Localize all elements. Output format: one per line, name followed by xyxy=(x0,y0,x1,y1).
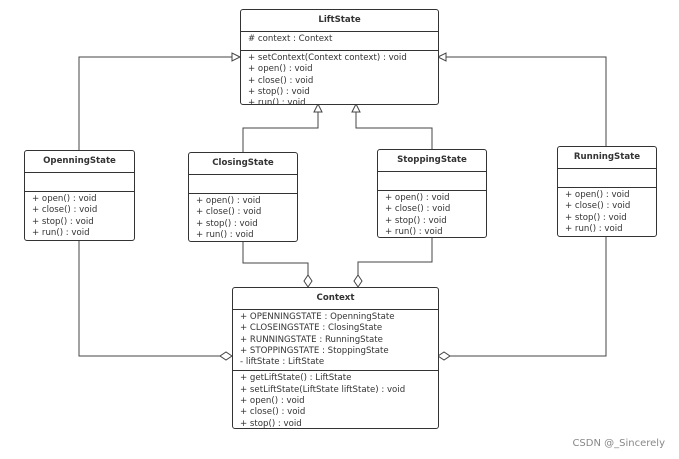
method: + stop() : void xyxy=(240,418,302,429)
method: + getLiftState() : LiftState xyxy=(240,373,352,384)
class-runningstate[interactable]: RunningState + open() : void+ close() : v… xyxy=(557,146,657,237)
class-methods-section: + getLiftState() : LiftState+ setLiftSta… xyxy=(233,371,438,429)
attribute: + CLOSEINGSTATE : ClosingState xyxy=(240,323,383,334)
method: + close() : void xyxy=(32,205,98,216)
method: + open() : void xyxy=(385,193,450,203)
diamond-icon xyxy=(219,351,233,361)
method: + open() : void xyxy=(248,64,313,75)
class-methods-section: + setContext(Context context) : void+ op… xyxy=(241,51,438,105)
generalization-stopping xyxy=(355,112,433,149)
method: + stop() : void xyxy=(32,216,94,227)
class-attributes-section xyxy=(378,172,486,191)
class-methods-section: + open() : void+ close() : void+ stop() … xyxy=(25,192,134,240)
class-name: StoppingState xyxy=(378,150,486,172)
method: + run() : void xyxy=(565,223,623,234)
class-methods-section: + open() : void+ close() : void+ stop() … xyxy=(558,188,656,236)
aggregation-running xyxy=(450,236,607,357)
class-stoppingstate[interactable]: StoppingState + open() : void+ close() : … xyxy=(377,149,487,238)
method: + stop() : void xyxy=(196,218,258,229)
attribute: - liftState : LiftState xyxy=(240,357,325,368)
class-attributes-section xyxy=(189,175,297,194)
aggregation-closing xyxy=(242,241,309,275)
class-attributes-section xyxy=(25,173,134,192)
triangle-arrow-icon xyxy=(313,102,323,113)
method: + open() : void xyxy=(240,396,305,407)
method: + run() : void xyxy=(32,227,90,238)
class-name: OpenningState xyxy=(25,151,134,173)
watermark: CSDN @_Sincerely xyxy=(572,438,665,449)
diamond-icon xyxy=(303,274,313,288)
attribute: # context : Context xyxy=(248,34,333,44)
method: + open() : void xyxy=(32,194,97,204)
method: + stop() : void xyxy=(385,215,447,226)
attribute: + RUNNINGSTATE : RunningState xyxy=(240,334,383,345)
method: + run() : void xyxy=(196,229,254,240)
generalization-closing xyxy=(242,112,319,152)
aggregation-stopping xyxy=(357,237,433,275)
generalization-running xyxy=(446,56,607,146)
class-name: LiftState xyxy=(241,10,438,32)
class-name: Context xyxy=(233,288,438,310)
class-context[interactable]: Context+ OPENNINGSTATE : OpenningState+ … xyxy=(232,287,439,429)
method: + open() : void xyxy=(565,190,630,200)
attribute: + OPENNINGSTATE : OpenningState xyxy=(240,312,395,322)
method: + run() : void xyxy=(248,98,306,105)
method: + run() : void xyxy=(385,226,443,237)
diamond-icon xyxy=(353,274,363,288)
method: + close() : void xyxy=(248,75,314,86)
class-methods-section: + open() : void+ close() : void+ stop() … xyxy=(189,194,297,241)
class-attributes-section: + OPENNINGSTATE : OpenningState+ CLOSEIN… xyxy=(233,310,438,372)
class-liftstate[interactable]: LiftState # context : Context + setContext… xyxy=(240,9,439,105)
method: + setContext(Context context) : void xyxy=(248,53,407,63)
class-openningstate[interactable]: OpenningState + open() : void+ close() : … xyxy=(24,150,135,241)
class-methods-section: + open() : void+ close() : void+ stop() … xyxy=(378,191,486,237)
aggregation-openning xyxy=(78,240,220,357)
method: + close() : void xyxy=(385,204,451,215)
method: + open() : void xyxy=(196,196,261,206)
method: + close() : void xyxy=(240,407,306,418)
triangle-arrow-icon xyxy=(231,52,242,62)
class-attributes-section: # context : Context xyxy=(241,32,438,51)
generalization-openning xyxy=(78,56,232,150)
attribute: + STOPPINGSTATE : StoppingState xyxy=(240,345,389,356)
triangle-arrow-icon xyxy=(436,52,447,62)
method: + stop() : void xyxy=(565,212,627,223)
method: + setLiftState(LiftState liftState) : vo… xyxy=(240,384,406,395)
class-name: ClosingState xyxy=(189,153,297,175)
method: + close() : void xyxy=(565,201,631,212)
class-name: RunningState xyxy=(558,147,656,169)
class-closingstate[interactable]: ClosingState + open() : void+ close() : v… xyxy=(188,152,298,242)
method: + stop() : void xyxy=(248,86,310,97)
method: + close() : void xyxy=(196,207,262,218)
diamond-icon xyxy=(437,351,451,361)
class-attributes-section xyxy=(558,169,656,188)
triangle-arrow-icon xyxy=(351,102,361,113)
